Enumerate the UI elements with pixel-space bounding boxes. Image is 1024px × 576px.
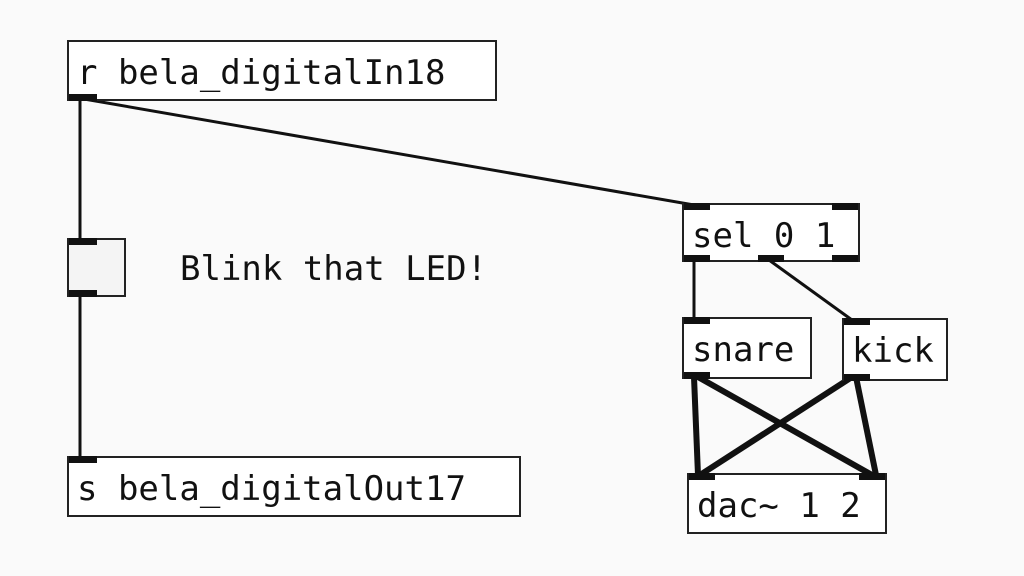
select-outlet-reject[interactable] xyxy=(832,255,858,262)
select-outlet-1[interactable] xyxy=(758,255,784,262)
send-inlet[interactable] xyxy=(69,456,97,463)
select-object-label: sel 0 1 xyxy=(692,216,836,256)
select-object[interactable]: sel 0 1 xyxy=(682,203,860,262)
snare-outlet[interactable] xyxy=(684,372,710,379)
toggle[interactable] xyxy=(67,238,126,297)
kick-object-label: kick xyxy=(852,331,934,371)
dac-object[interactable]: dac~ 1 2 xyxy=(687,473,887,534)
connection-kick-to-dac-left[interactable] xyxy=(698,374,854,478)
select-outlet-0[interactable] xyxy=(684,255,710,262)
send-object-label: s bela_digitalOut17 xyxy=(77,469,466,509)
connection-kick-to-dac-right[interactable] xyxy=(853,376,879,476)
send-object[interactable]: s bela_digitalOut17 xyxy=(67,456,521,517)
connection-snare-to-dac-left[interactable] xyxy=(691,376,701,476)
connection-snare-to-dac-right[interactable] xyxy=(696,374,874,478)
select-inlet-left[interactable] xyxy=(684,203,710,210)
snare-object[interactable]: snare xyxy=(682,317,812,379)
receive-object[interactable]: r bela_digitalIn18 xyxy=(67,40,497,101)
snare-inlet[interactable] xyxy=(684,317,710,324)
select-inlet-right[interactable] xyxy=(832,203,858,210)
connection-select-to-kick[interactable] xyxy=(768,258,853,322)
kick-object[interactable]: kick xyxy=(842,318,948,381)
dac-inlet-right[interactable] xyxy=(859,473,885,480)
comment-text: Blink that LED! xyxy=(180,249,488,289)
snare-object-label: snare xyxy=(692,330,795,370)
receive-outlet[interactable] xyxy=(69,94,97,101)
toggle-inlet[interactable] xyxy=(69,238,97,245)
kick-outlet[interactable] xyxy=(844,374,870,381)
connection-receive-to-select[interactable] xyxy=(83,97,695,207)
dac-inlet-left[interactable] xyxy=(689,473,715,480)
dac-object-label: dac~ 1 2 xyxy=(697,486,861,526)
receive-object-label: r bela_digitalIn18 xyxy=(77,53,446,93)
toggle-outlet[interactable] xyxy=(69,290,97,297)
kick-inlet[interactable] xyxy=(844,318,870,325)
